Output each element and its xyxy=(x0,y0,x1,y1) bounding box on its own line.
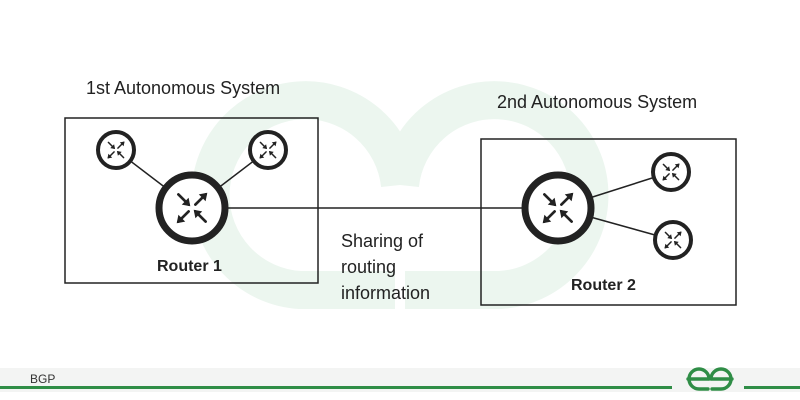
as2-box xyxy=(480,138,737,306)
link-label-line-2: routing xyxy=(341,257,397,277)
as1-box xyxy=(64,117,319,284)
gfg-logo xyxy=(686,367,734,391)
link-label: Sharing of routing information xyxy=(341,228,430,306)
footer-divider-left xyxy=(0,386,672,389)
router-2-label: Router 2 xyxy=(571,277,636,294)
router-2 xyxy=(521,171,595,245)
link-label-line-3: information xyxy=(341,283,431,303)
as2-small-router-bottom xyxy=(653,220,693,260)
footer-label: BGP xyxy=(30,372,56,386)
footer: BGP xyxy=(0,356,800,400)
link-label-line-1: Sharing of xyxy=(341,231,424,251)
router-1 xyxy=(155,171,229,245)
as2-title: 2nd Autonomous System xyxy=(497,92,698,112)
as1-small-router-left xyxy=(96,130,136,170)
as1-title: 1st Autonomous System xyxy=(86,78,281,98)
as2-small-router-top xyxy=(651,152,691,192)
as1-small-router-right xyxy=(248,130,288,170)
footer-divider-right xyxy=(744,386,800,389)
router-1-label: Router 1 xyxy=(157,258,222,275)
